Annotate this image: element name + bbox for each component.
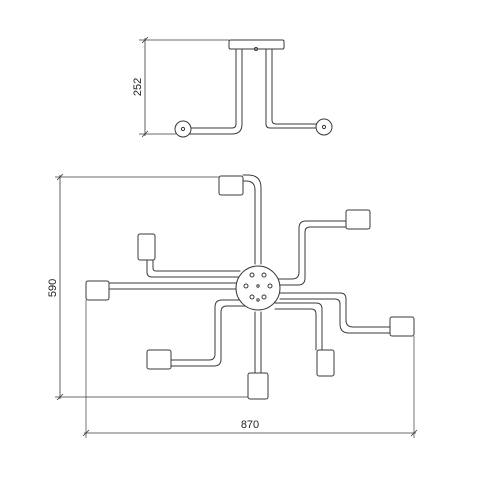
- plan-socket-upper-right: [345, 209, 371, 230]
- side-canopy: [228, 39, 285, 50]
- plan-height-label: 590: [47, 279, 59, 297]
- plan-socket-lower-left: [146, 349, 172, 370]
- plan-arm-top: [242, 174, 262, 265]
- plan-socket-upper-left: [137, 233, 156, 261]
- side-view: 252: [132, 36, 333, 138]
- side-socket-left: [174, 120, 192, 138]
- canopy-screw: [253, 46, 259, 52]
- plan-height-dimension: 590: [47, 173, 248, 401]
- side-socket-left-dot: [180, 126, 186, 132]
- plan-arm-right: [279, 292, 391, 334]
- plan-arm-upper-right: [271, 220, 347, 286]
- plan-arm-upper-left: [146, 259, 241, 278]
- plan-arm-lower-right: [274, 302, 323, 351]
- side-socket-right: [315, 118, 333, 136]
- plan-hub-holes: [243, 272, 273, 302]
- plan-socket-right: [389, 316, 415, 337]
- side-arm-left: [185, 48, 243, 135]
- plan-arm-left: [108, 282, 239, 290]
- side-socket-right-dot: [321, 124, 327, 130]
- side-arm-right: [265, 48, 321, 129]
- plan-socket-bottom: [247, 372, 269, 400]
- plan-arm-lower-left: [170, 299, 246, 367]
- plan-socket-lower-right: [316, 349, 335, 377]
- plan-view: 590 870: [47, 173, 418, 438]
- plan-width-dimension: 870: [82, 300, 418, 438]
- plan-arm-bottom: [254, 311, 262, 374]
- side-height-dimension: 252: [132, 36, 229, 138]
- plan-socket-top: [218, 175, 244, 196]
- plan-canopy-hub: [235, 265, 281, 311]
- side-height-label: 252: [132, 78, 144, 96]
- plan-socket-left: [85, 280, 110, 301]
- plan-width-label: 870: [241, 419, 259, 431]
